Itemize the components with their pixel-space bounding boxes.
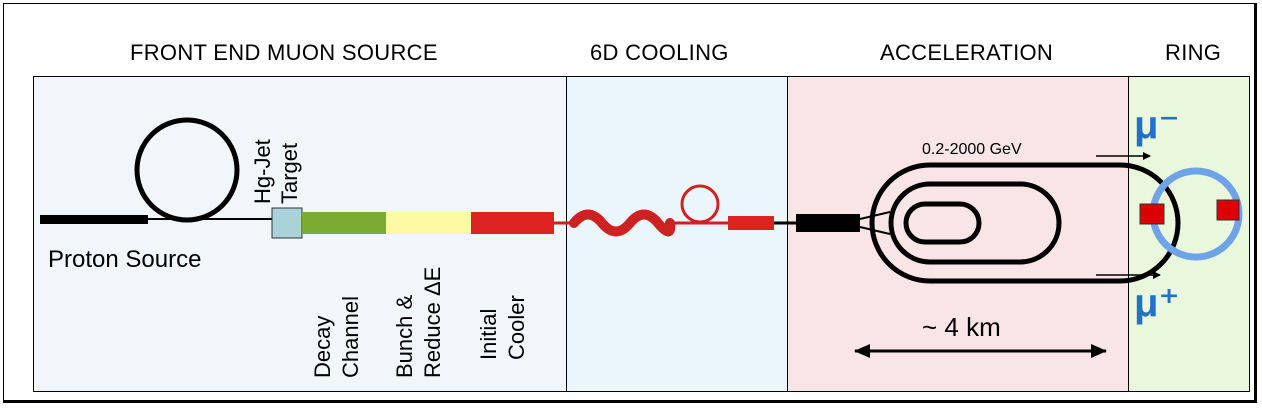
- header-front-end: FRONT END MUON SOURCE: [130, 40, 438, 65]
- ring-panel: [1128, 76, 1250, 392]
- linac: [796, 214, 860, 232]
- cooling-panel: [566, 76, 787, 392]
- ring-cooler: [680, 184, 720, 224]
- detector-right: [1216, 199, 1240, 221]
- decay-label-line1: Decay: [310, 316, 335, 378]
- decay-label-line2: Channel: [338, 296, 363, 378]
- decay-channel-segment: [302, 212, 386, 234]
- cooler-label-line1: Initial: [476, 309, 501, 360]
- mu-minus-label: μ⁻: [1134, 103, 1180, 147]
- bunch-label-line2: Reduce ΔE: [420, 267, 445, 378]
- rla-input-line-upper: [859, 211, 891, 220]
- scale-label: ~ 4 km: [922, 312, 1001, 342]
- acceleration-panel: [787, 76, 1128, 392]
- target-label-line1: Hg-Jet: [250, 139, 275, 204]
- cooler-label-line2: Cooler: [504, 295, 529, 360]
- proton-source-bar: [40, 215, 148, 224]
- header-acceleration: ACCELERATION: [880, 40, 1054, 65]
- proton-source-label: Proton Source: [48, 246, 201, 273]
- mu-plus-label: μ⁺: [1134, 281, 1180, 325]
- rla-input-line-lower: [859, 226, 891, 235]
- initial-cooler-segment: [471, 212, 554, 234]
- energy-label: 0.2-2000 GeV: [922, 141, 1022, 158]
- header-ring: RING: [1165, 40, 1222, 65]
- final-cooling-segment: [728, 216, 774, 230]
- bunch-label-line1: Bunch &: [392, 295, 417, 378]
- rla-inner-racetrack: [903, 201, 982, 245]
- proton-accumulator-ring: [134, 117, 240, 223]
- detector-left: [1139, 203, 1165, 225]
- target-label-line2: Target: [277, 143, 302, 204]
- rla-middle-racetrack: [888, 181, 1062, 265]
- bunch-rotator-segment: [386, 212, 471, 234]
- helical-cooling-channel: [569, 209, 676, 237]
- rla-outer-racetrack: [869, 162, 1181, 284]
- header-6d-cooling: 6D COOLING: [590, 40, 729, 65]
- hg-jet-target-box: [271, 207, 303, 239]
